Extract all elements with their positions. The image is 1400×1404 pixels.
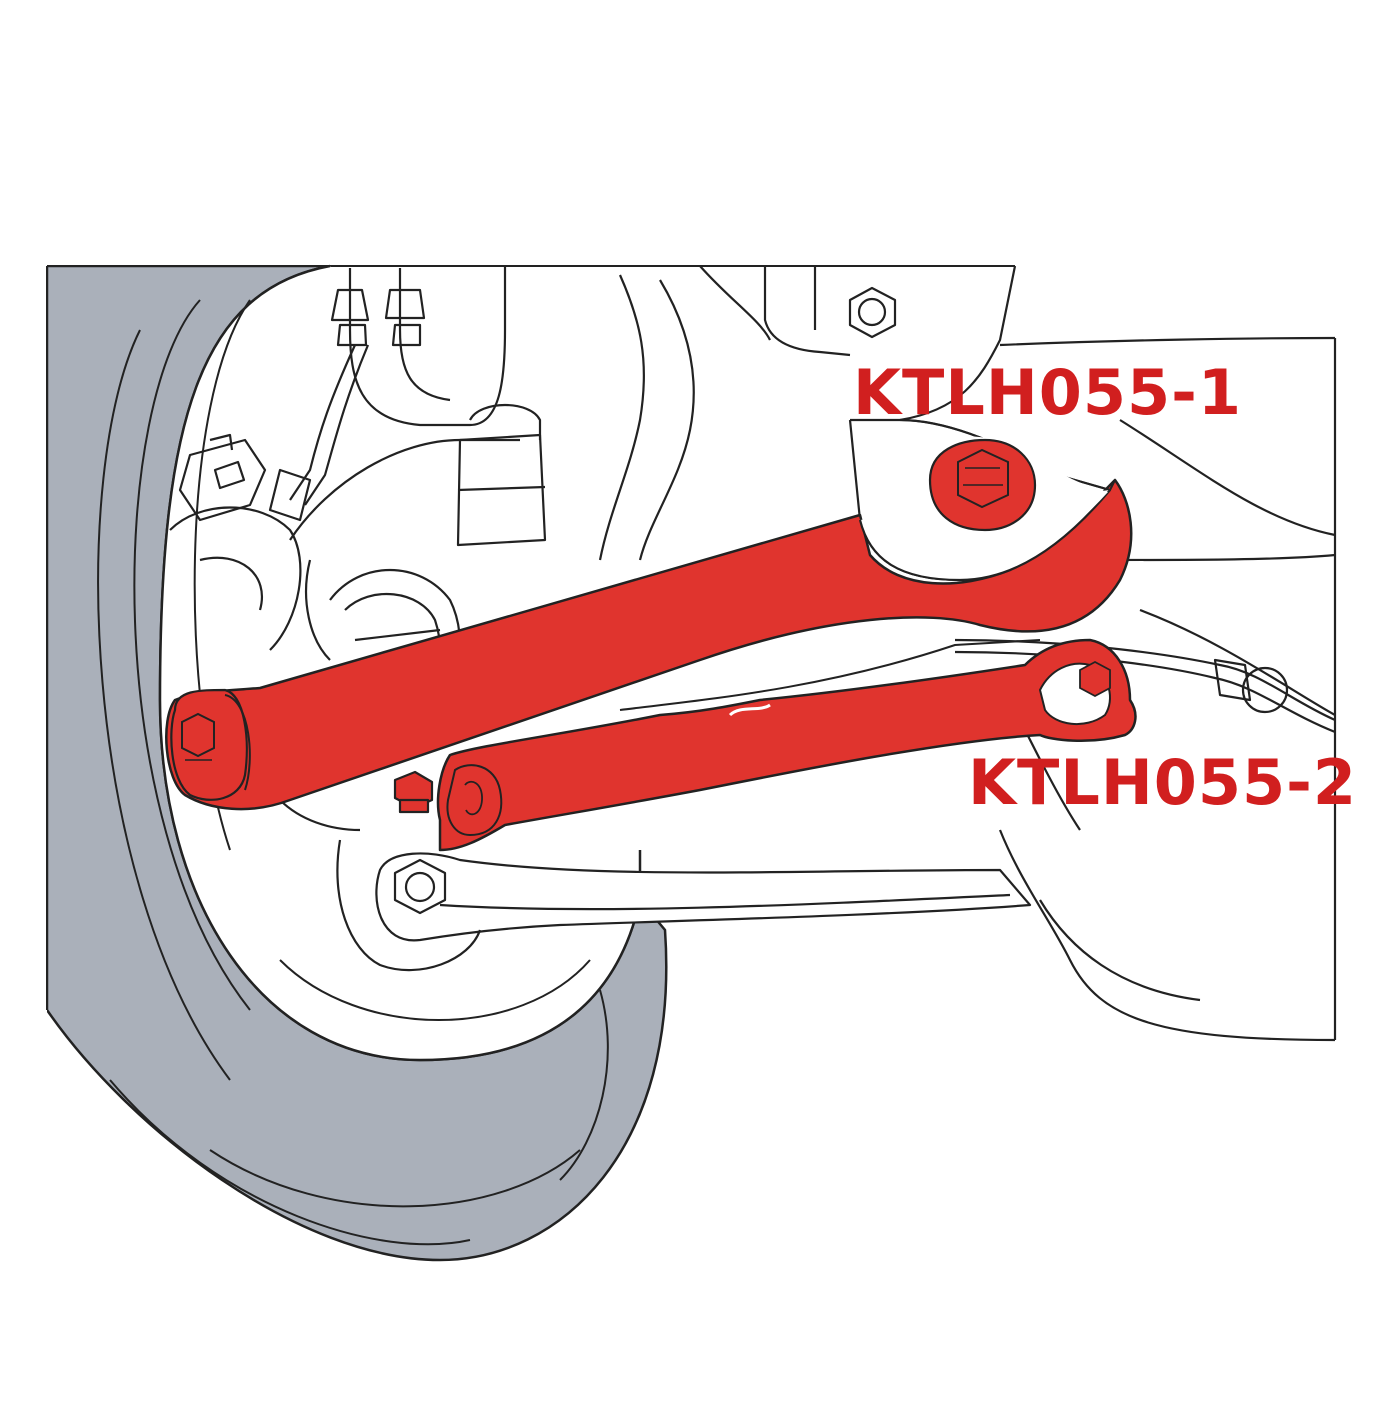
part-label-ktlh055-2: KTLH055-2 [968, 746, 1358, 819]
upper-control-arm [165, 419, 1133, 811]
lower-control-arm [436, 638, 1137, 852]
chassis-lines [169, 265, 1337, 1042]
part-label-ktlh055-1: KTLH055-1 [853, 356, 1243, 429]
